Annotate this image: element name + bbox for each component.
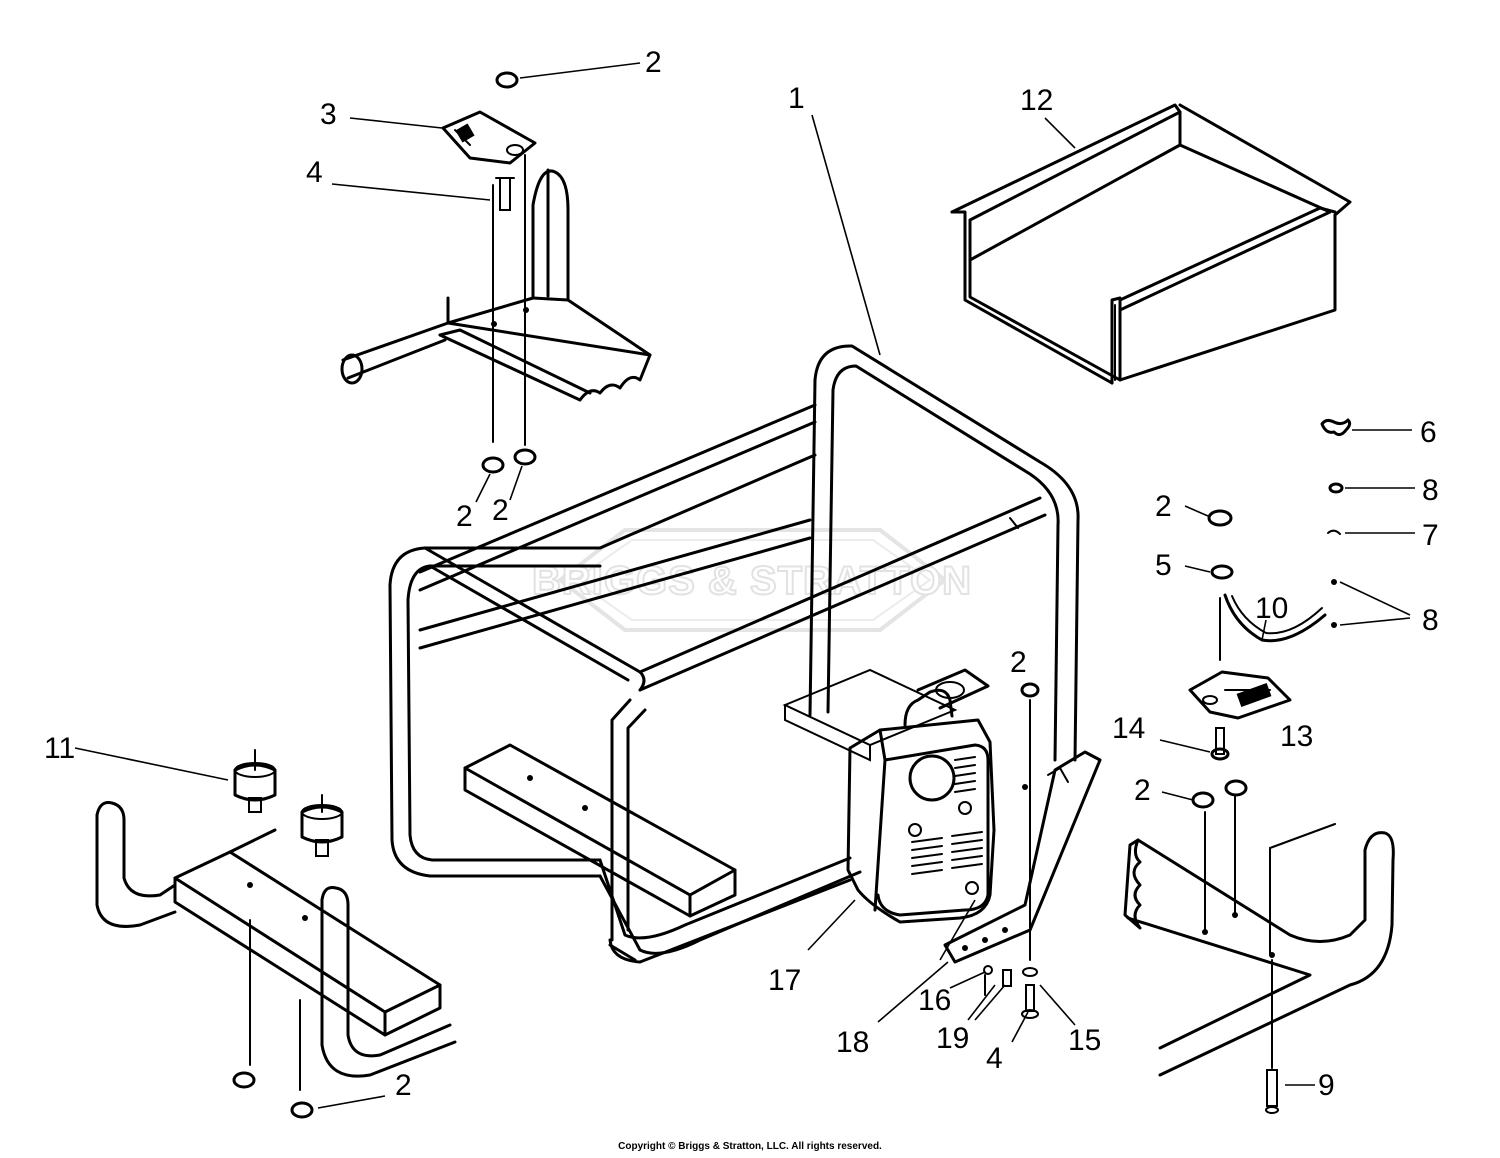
callout-8-right: 8 [1339,581,1439,637]
callout-label: 13 [1280,720,1313,753]
callout-label: 9 [1318,1069,1335,1102]
callout-12: 12 [1020,84,1076,149]
callout-label: 12 [1020,84,1053,117]
callout-2-left-a: 2 [456,473,491,533]
callout-label: 15 [1068,1024,1101,1057]
callout-4-bottom: 4 [986,1011,1029,1075]
callout-2-center: 2 [1010,646,1027,679]
callout-label: 2 [1010,646,1027,679]
callout-4-top: 4 [306,156,491,201]
callout-label: 2 [1155,490,1172,523]
callout-label: 2 [1134,774,1151,807]
callout-label: 1 [788,82,805,115]
callout-label: 17 [768,964,801,997]
callout-8-top: 8 [1345,474,1439,507]
callout-label: 7 [1422,519,1439,552]
callout-14: 14 [1112,712,1211,753]
callout-label: 2 [492,494,509,527]
main-frame [388,344,1080,964]
callout-label: 18 [836,1026,869,1059]
callout-6: 6 [1352,416,1437,449]
muffler [846,668,996,924]
bottom-left-skid-detail [95,749,457,1119]
briggs-stratton-watermark: BRIGGS & STRATTON [531,528,972,632]
muffler-bracket [943,682,1102,1019]
callout-9: 9 [1285,1069,1335,1102]
callout-label: 16 [918,984,951,1017]
callout-label: 4 [306,156,323,189]
battery-tray [950,103,1352,385]
washer-7 [1327,529,1341,535]
callout-label: 3 [320,98,337,131]
callout-2-top: 2 [519,46,662,79]
callout-label: 4 [986,1042,1003,1075]
callout-label: 6 [1420,416,1437,449]
callout-2-left-b: 2 [492,465,523,527]
callout-7: 7 [1345,519,1439,552]
copyright-notice: Copyright © Briggs & Stratton, LLC. All … [618,1141,882,1152]
callout-15: 15 [1039,984,1101,1057]
callout-label: 2 [456,500,473,533]
callout-13: 13 [1280,720,1313,753]
callout-2-bottom: 2 [317,1069,412,1109]
callout-11: 11 [44,732,229,781]
callout-label: 11 [44,732,75,765]
callout-label: 8 [1422,604,1439,637]
callout-2-right-low: 2 [1134,774,1194,807]
callout-3: 3 [320,98,443,131]
callout-label: 10 [1255,592,1288,625]
callout-label: 2 [395,1069,412,1102]
callout-18: 18 [836,899,976,1059]
callout-1: 1 [788,82,881,356]
watermark-text: BRIGGS & STRATTON [532,559,972,603]
bottom-right-skid-detail [1123,779,1395,1114]
callout-5: 5 [1155,549,1211,582]
callout-label: 2 [645,46,662,79]
callout-16: 16 [918,971,986,1017]
callout-19: 19 [936,984,1006,1055]
callout-2-right: 2 [1155,490,1209,523]
callout-17: 17 [768,899,856,997]
callout-label: 19 [936,1022,969,1055]
callout-label: 8 [1422,474,1439,507]
callout-10: 10 [1255,592,1288,641]
callout-label: 14 [1112,712,1145,745]
callout-label: 5 [1155,549,1172,582]
nut-8-top [1328,482,1344,494]
top-left-skid-detail [340,71,652,474]
wing-nut [1320,418,1352,437]
